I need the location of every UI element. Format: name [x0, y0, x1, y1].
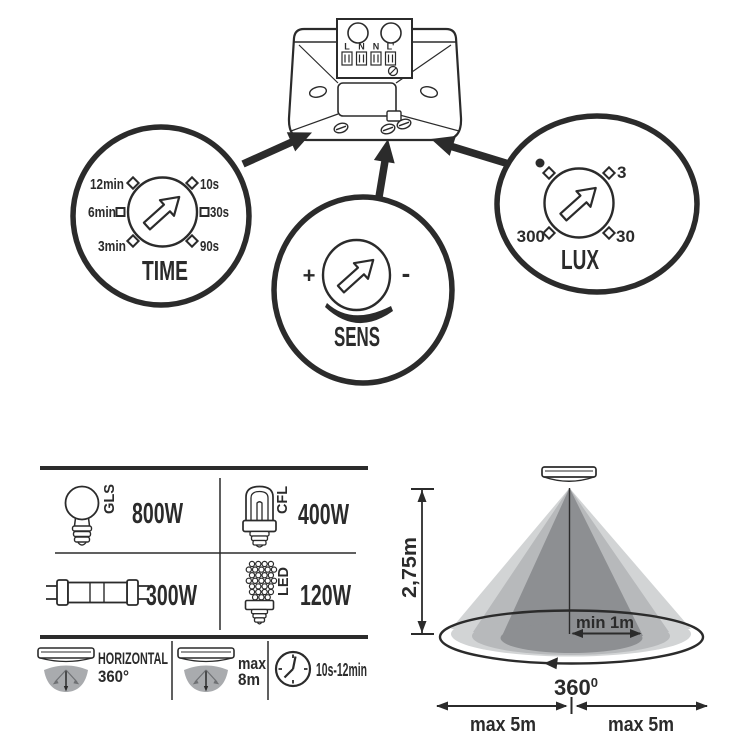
rotation-arrowhead [544, 657, 558, 670]
coverage-angle-label: 360° [98, 668, 129, 686]
width-dimension [437, 697, 707, 714]
time-option-12min: 12min [90, 176, 124, 193]
time-option-90s: 90s [200, 238, 219, 255]
gls-bulb-icon [64, 485, 100, 546]
terminal-label-l2: L' [387, 42, 395, 52]
min-radius-label: min 1m [576, 613, 634, 632]
time-option-6min: 6min [88, 204, 116, 221]
time-option-3min: 3min [98, 238, 126, 255]
terminal-label-n2: N [373, 42, 380, 52]
time-range-label: 10s-12min [316, 659, 367, 680]
time-callout: 12min 6min 3min 10s 30s 90s TIME [70, 124, 252, 308]
clock-icon [274, 650, 312, 688]
mount-hole-left [308, 86, 328, 98]
fluorescent-tube-icon [46, 579, 149, 606]
max-left-label: max 5m [470, 714, 536, 736]
led-power: 120W [300, 580, 351, 612]
led-bulb-icon [244, 560, 278, 625]
coverage-diagram: min 1m 3600 max 5m max 5m 2,75m [399, 466, 708, 736]
detection-area-outline [438, 609, 705, 665]
lux-callout: 3 30 300 LUX [494, 113, 700, 295]
lux-arrow [448, 142, 511, 168]
terminal-label-l: L [344, 42, 350, 52]
range-coverage-icon [177, 647, 235, 693]
sens-plus-label: + [303, 263, 316, 288]
time-title: TIME [142, 255, 188, 286]
horizontal-coverage-icon [37, 647, 95, 693]
sens-rotate-swoosh [325, 303, 393, 324]
led-label: LED [276, 567, 292, 596]
detection-cone-inner [502, 488, 643, 636]
lux-title: LUX [561, 244, 599, 275]
sun-icon [535, 158, 545, 168]
range-prefix-label: max [238, 655, 267, 673]
sens-minus-label: - [402, 258, 411, 288]
time-arrow [241, 138, 295, 168]
lux-option-300: 300 [517, 227, 545, 246]
cable-entry-left [347, 22, 369, 44]
mount-height-label: 2,75m [399, 537, 421, 598]
height-dimension [411, 488, 434, 635]
tube-power: 300W [146, 580, 197, 612]
callout-arrows [241, 132, 511, 204]
power-table: GLS 800W CFL 400W 300W [37, 466, 368, 700]
mount-hole-right [419, 86, 439, 98]
adjustment-dials [333, 118, 412, 135]
gls-label: GLS [102, 484, 118, 514]
max-right-label: max 5m [608, 714, 674, 736]
ceiling-sensor-icon [541, 466, 597, 482]
sens-callout: + - SENS [271, 194, 455, 386]
terminal-label-n1: N [358, 42, 365, 52]
cfl-power: 400W [298, 499, 349, 531]
time-option-30s: 30s [210, 204, 229, 221]
terminal-block: L N N L' [336, 18, 413, 79]
sens-title: SENS [334, 321, 380, 352]
sens-arrow [374, 157, 390, 204]
rotation-label: 3600 [554, 675, 598, 700]
sensor-device: L N N L' [287, 18, 463, 142]
range-value-label: 8m [238, 671, 260, 689]
terminal-screws [341, 51, 397, 66]
gls-power: 800W [132, 498, 183, 530]
orientation-label: HORIZONTAL [98, 650, 168, 668]
pir-window [337, 82, 397, 117]
time-option-10s: 10s [200, 176, 219, 193]
lux-option-3: 3 [617, 163, 626, 182]
cable-entry-right [380, 22, 402, 44]
lux-option-30: 30 [616, 227, 635, 246]
cfl-bulb-icon [242, 485, 277, 548]
cfl-label: CFL [275, 486, 291, 514]
